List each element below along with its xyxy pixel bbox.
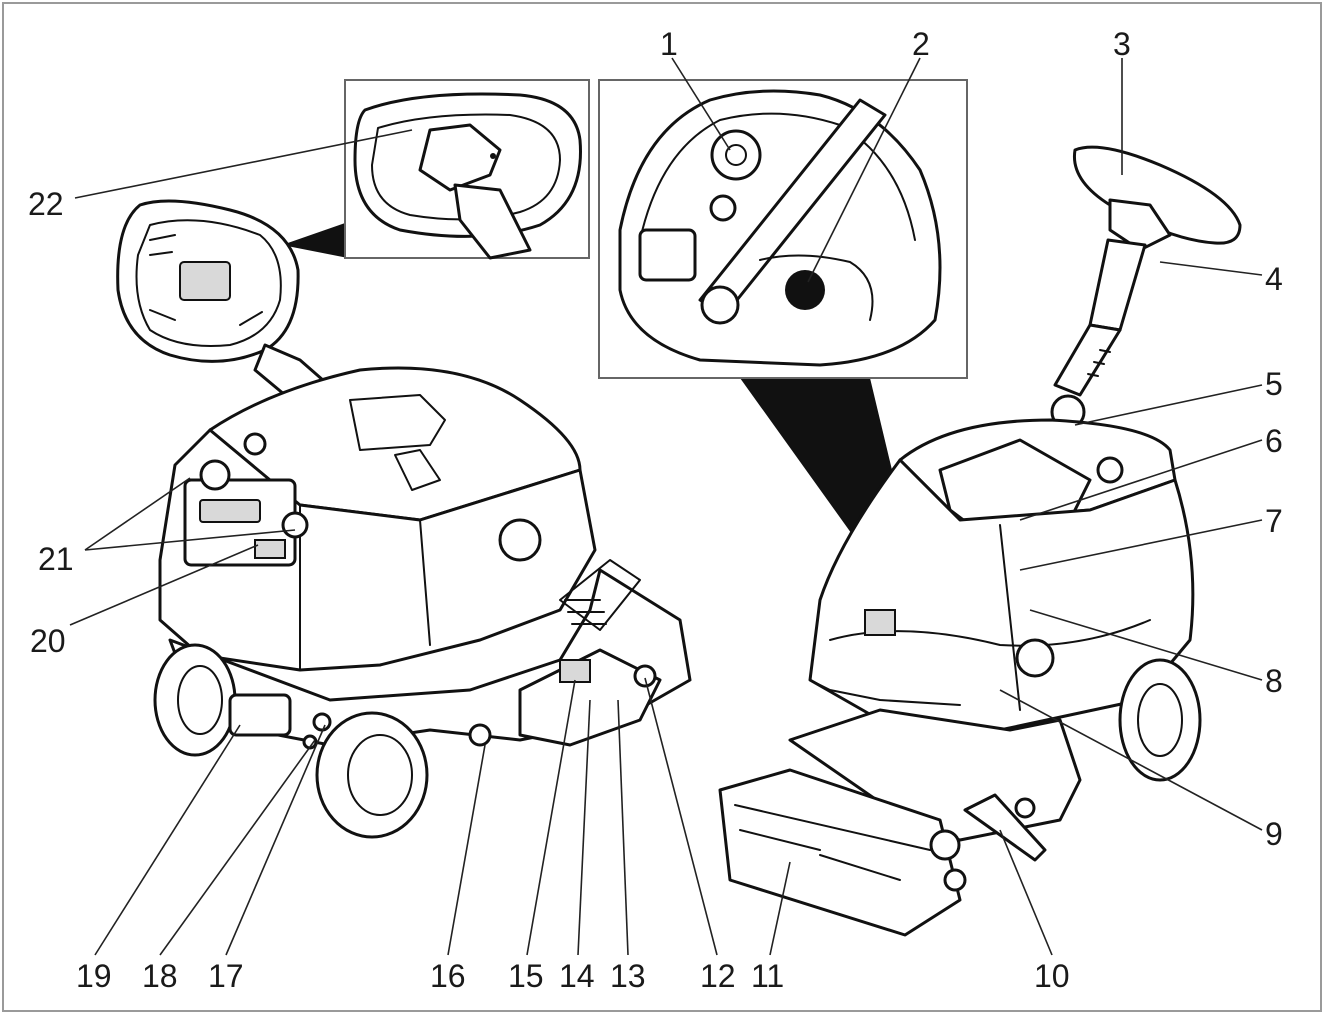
callout-15: 15 — [508, 958, 544, 994]
callout-6: 6 — [1265, 423, 1283, 459]
callout-14: 14 — [559, 958, 595, 994]
controls-detail-inset — [598, 79, 968, 650]
callout-9: 9 — [1265, 816, 1283, 852]
callout-20: 20 — [30, 623, 66, 659]
callout-19: 19 — [76, 958, 112, 994]
grip-detail-inset — [344, 79, 590, 260]
callout-3: 3 — [1113, 26, 1131, 62]
callout-18: 18 — [142, 958, 178, 994]
left-machine-illustration — [116, 199, 692, 839]
callout-labels: 1 2 3 4 5 6 7 8 9 10 11 12 13 14 15 16 1… — [28, 26, 1283, 994]
callout-11: 11 — [751, 958, 784, 994]
leader-lines — [69, 57, 1263, 956]
callout-13: 13 — [610, 958, 646, 994]
callout-8: 8 — [1265, 663, 1283, 699]
callout-21: 21 — [38, 541, 74, 577]
callout-4: 4 — [1265, 261, 1283, 297]
callout-12: 12 — [700, 958, 736, 994]
callout-2: 2 — [912, 26, 930, 62]
callout-1: 1 — [660, 26, 678, 62]
callout-16: 16 — [430, 958, 466, 994]
callout-5: 5 — [1265, 366, 1283, 402]
callout-10: 10 — [1034, 958, 1070, 994]
callout-22: 22 — [28, 186, 64, 222]
right-machine-illustration — [718, 145, 1242, 937]
callout-7: 7 — [1265, 503, 1283, 539]
callout-17: 17 — [208, 958, 244, 994]
